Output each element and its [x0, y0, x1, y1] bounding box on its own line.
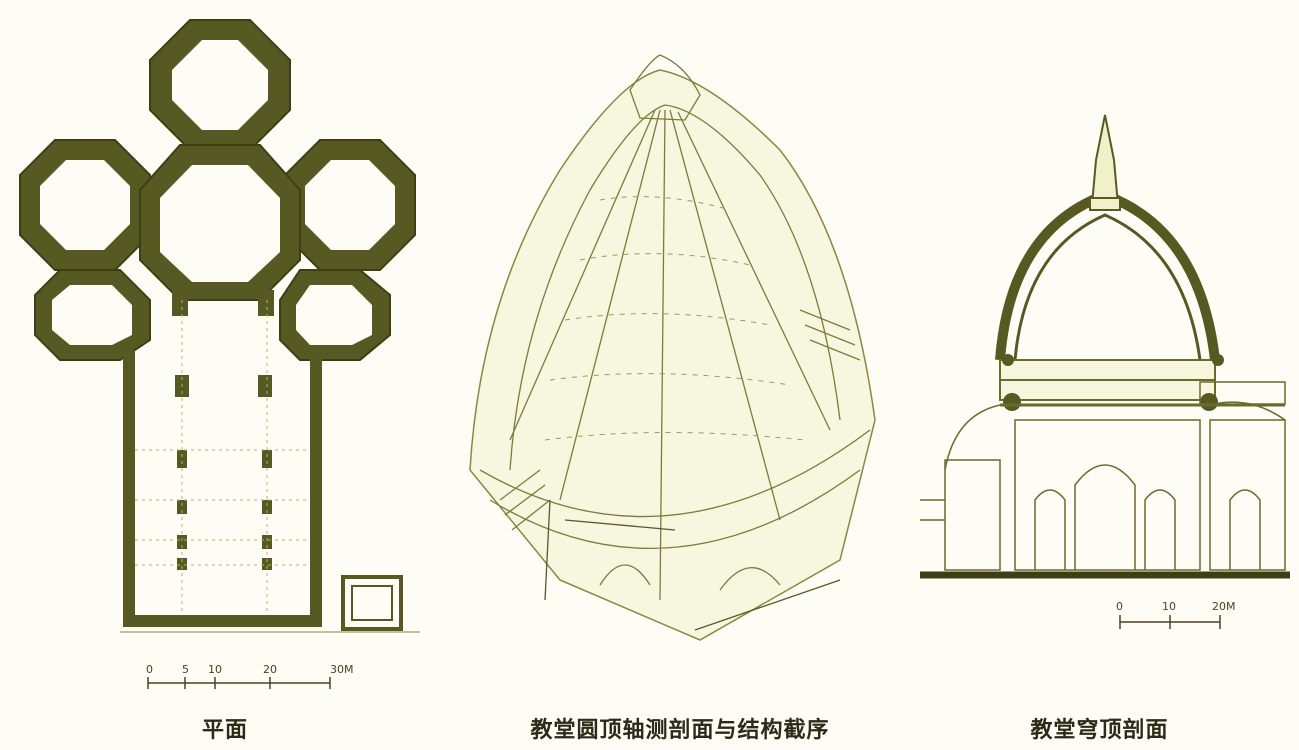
plan-drawing: 0 5 10 20 30M — [19, 19, 420, 689]
section-scale-tick: 20M — [1212, 600, 1236, 613]
dome-section-figure: 0 10 20M 教堂穹顶剖面 — [900, 0, 1299, 750]
lantern — [1090, 114, 1120, 206]
section-scale-tick: 0 — [1116, 600, 1123, 613]
axonometric-drawing — [469, 54, 876, 641]
axonometric-figure: 教堂圆顶轴测剖面与结构截序 — [450, 0, 910, 750]
section-scale-tick: 10 — [1162, 600, 1176, 613]
outer-shell — [469, 69, 876, 641]
dome-section-drawing: 0 10 20M — [920, 114, 1290, 629]
lantern — [629, 54, 701, 121]
axonometric-caption: 教堂圆顶轴测剖面与结构截序 — [530, 717, 830, 743]
dome-section-caption: 教堂穹顶剖面 — [1030, 717, 1169, 743]
plan-scale-tick: 10 — [208, 663, 222, 676]
section-scale-bar — [1119, 615, 1221, 629]
outer-dome — [995, 189, 1220, 361]
plan-scale-tick: 30M — [330, 663, 354, 676]
plan-scale-tick: 20 — [263, 663, 277, 676]
plan-caption: 平面 — [201, 717, 248, 743]
plan-figure: 0 5 10 20 30M 平面 — [0, 0, 450, 750]
plan-scale-bar — [147, 677, 331, 689]
plan-scale-tick: 0 — [146, 663, 153, 676]
plan-scale-tick: 5 — [182, 663, 189, 676]
